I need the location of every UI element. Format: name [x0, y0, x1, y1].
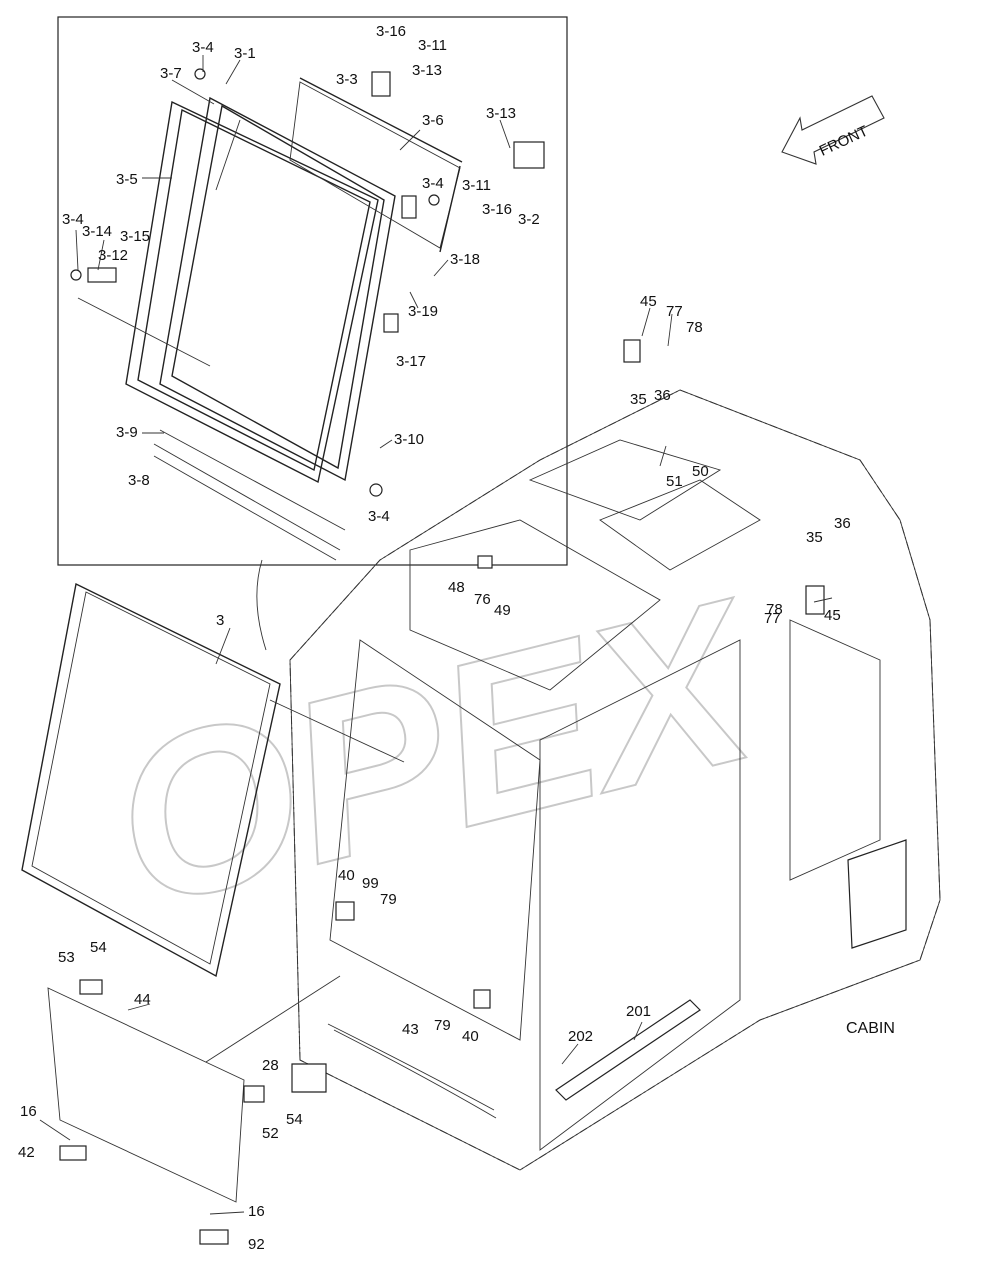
callout-label: 3-9 [116, 424, 138, 441]
callout-label: 50 [692, 463, 709, 480]
callouts: 3-4 3-1 3-16 3-11 3-7 3-3 3-13 3-6 3-13 … [18, 23, 851, 1253]
front-arrow-icon: FRONT [781, 95, 885, 165]
cabin-body-drawing [47, 339, 941, 1245]
callout-label: 49 [494, 602, 511, 619]
callout-label: 77 [666, 303, 683, 320]
callout-label: 48 [448, 579, 465, 596]
callout-label: 44 [134, 991, 151, 1008]
callout-label: 78 [766, 601, 783, 618]
callout-label: 3-5 [116, 171, 138, 188]
callout-label: 3-17 [396, 353, 426, 370]
callout-label: 3 [216, 612, 224, 629]
callout-label: 43 [402, 1021, 419, 1038]
callout-label: 3-11 [418, 37, 447, 54]
callout-label: 3-4 [422, 175, 444, 192]
callout-label: 53 [58, 949, 75, 966]
callout-label: 92 [248, 1236, 265, 1253]
watermark-text: OPEX [90, 549, 784, 956]
callout-label: 3-2 [518, 211, 540, 228]
callout-label: 3-11 [462, 177, 491, 194]
callout-label: 3-15 [120, 228, 150, 245]
leader-lines [39, 55, 833, 1215]
callout-label: 77 [764, 610, 781, 627]
callout-label: 3-19 [408, 303, 438, 320]
callout-label: 51 [666, 473, 683, 490]
callout-label: 40 [462, 1028, 479, 1045]
assembly-label: CABIN [846, 1020, 895, 1037]
callout-label: 78 [686, 319, 703, 336]
callout-label: 79 [380, 891, 397, 908]
callout-label: 3-8 [128, 472, 150, 489]
callout-label: 202 [568, 1028, 593, 1045]
detail-box [57, 16, 568, 566]
door-assembly-drawing [21, 559, 405, 1063]
callout-label: 3-18 [450, 251, 480, 268]
callout-label: 3-6 [422, 112, 444, 129]
callout-label: 3-14 [82, 223, 112, 240]
callout-label: 16 [248, 1203, 265, 1220]
watermark: OPEX [89, 548, 785, 957]
callout-label: 54 [286, 1111, 303, 1128]
callout-label: 3-3 [336, 71, 358, 88]
callout-label: 28 [262, 1057, 279, 1074]
callout-label: 54 [90, 939, 107, 956]
callout-label: 3-10 [394, 431, 424, 448]
callout-label: 3-7 [160, 65, 182, 82]
callout-label: 3-13 [412, 62, 442, 79]
callout-label: 16 [20, 1103, 37, 1120]
callout-label: 3-16 [482, 201, 512, 218]
callout-label: 3-1 [234, 45, 256, 62]
callout-label: 3-4 [192, 39, 214, 56]
callout-label: 3-12 [98, 247, 128, 264]
door-sash-drawing [70, 68, 545, 561]
callout-label: 36 [654, 387, 671, 404]
callout-label: 35 [806, 529, 823, 546]
callout-label: 36 [834, 515, 851, 532]
callout-label: 3-4 [62, 211, 84, 228]
callout-label: 52 [262, 1125, 279, 1142]
callout-label: 3-13 [486, 105, 516, 122]
callout-label: 3-16 [376, 23, 406, 40]
callout-label: 40 [338, 867, 355, 884]
callout-label: 3-4 [368, 508, 390, 525]
callout-label: 201 [626, 1003, 651, 1020]
callout-label: 45 [824, 607, 841, 624]
callout-label: 99 [362, 875, 379, 892]
callout-label: 35 [630, 391, 647, 408]
callout-label: 42 [18, 1144, 35, 1161]
callout-label: 76 [474, 591, 491, 608]
callout-label: 79 [434, 1017, 451, 1034]
callout-label: 45 [640, 293, 657, 310]
